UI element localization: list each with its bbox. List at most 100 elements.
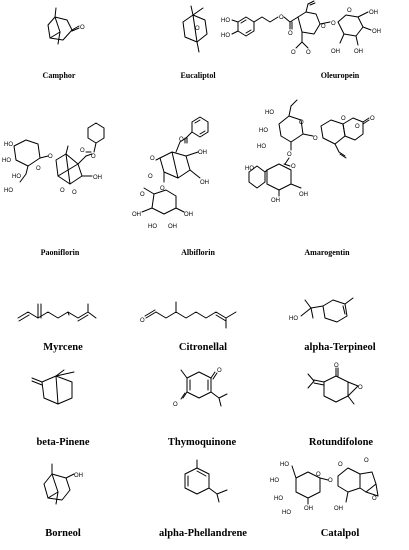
cat-oh1: OH bbox=[304, 506, 313, 512]
paoniflorin-name: Paoniflorin bbox=[40, 248, 80, 257]
myrcene-name: Myrcene bbox=[43, 342, 83, 353]
amarogentin-name: Amarogentin bbox=[304, 248, 350, 257]
paon-ho2: HO bbox=[2, 158, 11, 164]
thymoquinone-name: Thymoquinone bbox=[167, 437, 237, 448]
paon-o2: O bbox=[80, 148, 85, 154]
citronellal-drawing: O bbox=[140, 301, 237, 329]
amarogentin-structure: HO HO HO O O O O O O O HO bbox=[245, 90, 409, 250]
camphor-name: Camphor bbox=[42, 71, 76, 80]
oleuropein-o2: O bbox=[288, 31, 293, 37]
rotund-o1: O bbox=[334, 363, 339, 369]
oleuropein-oh4: OH bbox=[331, 49, 340, 55]
cat-o1: O bbox=[316, 472, 321, 478]
paon-oh: OH bbox=[93, 175, 102, 181]
albiflorin-structure: O O O OH OH O O OH OH HO OH bbox=[130, 112, 260, 242]
amaro-oh2: OH bbox=[271, 198, 280, 204]
borneol-drawing: OH bbox=[43, 463, 83, 505]
citronellal-name: Citronellal bbox=[178, 342, 228, 353]
paon-o5: O bbox=[60, 188, 65, 194]
borneol-structure: OH bbox=[0, 458, 130, 528]
amaro-o2: O bbox=[313, 136, 318, 142]
thymo-o2: O bbox=[173, 402, 178, 408]
amaro-oh1: OH bbox=[299, 192, 308, 198]
albiflorin-name: Albiflorin bbox=[181, 248, 215, 257]
oleuropein-oh2: OH bbox=[372, 29, 381, 35]
catalpol-name: Catalpol bbox=[320, 528, 360, 539]
oleuropein-drawing: HO HO O O O O O O O OH bbox=[221, 0, 381, 56]
amaro-ho4: HO bbox=[245, 166, 254, 172]
albi-oh3: OH bbox=[132, 212, 141, 218]
myrcene-drawing bbox=[17, 303, 97, 322]
terp-ho-label: HO bbox=[289, 316, 298, 322]
paon-o1: O bbox=[91, 154, 96, 160]
albi-oh4: OH bbox=[184, 212, 193, 218]
rotundifolone-structure: O O bbox=[280, 360, 409, 430]
amaro-o5: O bbox=[355, 124, 360, 130]
eucaliptol-o-label: O bbox=[195, 26, 200, 32]
rotundifolone-name: Rotundifolone bbox=[308, 437, 374, 448]
cat-h: O bbox=[364, 458, 369, 464]
citro-o-label: O bbox=[140, 318, 145, 324]
terpineol-drawing: HO bbox=[289, 297, 354, 323]
cat-ho1: HO bbox=[280, 462, 289, 468]
albi-oh5: OH bbox=[168, 224, 177, 230]
catalpol-drawing: HO HO HO HO OH O O O O OH O bbox=[270, 458, 379, 516]
camphor-o-label: O bbox=[80, 25, 85, 31]
oleuropein-name: Oleuropein bbox=[320, 71, 360, 80]
paon-ho4: HO bbox=[4, 188, 13, 194]
phellandrene-drawing bbox=[184, 459, 228, 503]
oleuropein-oh3: OH bbox=[354, 49, 363, 55]
paon-o4: O bbox=[48, 154, 53, 160]
oleuropein-structure: HO HO O O O O O O O OH bbox=[218, 0, 409, 70]
amaro-ho1: HO bbox=[265, 110, 274, 116]
cat-ho3: HO bbox=[274, 496, 283, 502]
rotund-o2: O bbox=[358, 385, 363, 391]
rotundifolone-drawing: O O bbox=[307, 363, 363, 405]
pinene-name: beta-Pinene bbox=[36, 437, 90, 448]
terpineol-name: alpha-Terpineol bbox=[304, 342, 376, 353]
paoniflorin-structure: O O HO HO HO HO O O OH O O bbox=[0, 112, 140, 232]
paon-ho1: HO bbox=[4, 142, 13, 148]
paoniflorin-drawing: O O HO HO HO HO O O OH O O bbox=[2, 122, 105, 196]
terpineol-structure: HO bbox=[275, 278, 409, 338]
amaro-o1: O bbox=[299, 120, 304, 126]
oleuropein-ho2: HO bbox=[221, 33, 230, 39]
thymo-o1: O bbox=[217, 368, 222, 374]
amaro-ho2: HO bbox=[259, 128, 268, 134]
myrcene-structure bbox=[0, 290, 130, 330]
phellandrene-name: alpha-Phellandrene bbox=[159, 528, 247, 539]
oleuropein-o6: O bbox=[331, 21, 336, 27]
oleuropein-oh1: OH bbox=[369, 10, 378, 16]
albi-o5: O bbox=[140, 192, 145, 198]
amaro-o4: O bbox=[370, 116, 375, 122]
oleuropein-o5: O bbox=[291, 50, 296, 56]
cat-o3: O bbox=[338, 462, 343, 468]
pinene-drawing bbox=[31, 369, 75, 405]
cat-oh2: OH bbox=[334, 506, 343, 512]
paon-o6: O bbox=[72, 190, 77, 196]
borneol-name: Borneol bbox=[45, 528, 81, 539]
oleuropein-o7: O bbox=[347, 8, 352, 14]
cat-ho2: HO bbox=[270, 478, 279, 484]
cat-o2: O bbox=[328, 478, 333, 484]
albiflorin-drawing: O O O OH OH O O OH OH HO OH bbox=[132, 116, 209, 230]
citronellal-structure: O bbox=[130, 290, 270, 330]
pinene-structure bbox=[0, 362, 130, 422]
albi-o3: O bbox=[148, 174, 153, 180]
camphor-structure: O bbox=[0, 0, 120, 70]
albi-o4: O bbox=[160, 186, 165, 192]
albi-oh2: OH bbox=[200, 180, 209, 186]
phellandrene-structure bbox=[135, 458, 265, 528]
oleuropein-o1: O bbox=[279, 15, 284, 21]
oleuropein-ho1: HO bbox=[221, 18, 230, 24]
amarogentin-drawing: HO HO HO O O O O O O O HO bbox=[245, 99, 375, 204]
eucaliptol-structure: O bbox=[135, 0, 265, 70]
cat-o4: O bbox=[372, 496, 377, 502]
amaro-o7: O bbox=[291, 164, 296, 170]
albi-ho1: HO bbox=[148, 224, 157, 230]
albi-oh1: OH bbox=[198, 150, 207, 156]
camphor-drawing: O bbox=[47, 7, 85, 45]
thymoquinone-structure: O O bbox=[135, 360, 265, 430]
oleuropein-o3: O bbox=[321, 24, 326, 30]
